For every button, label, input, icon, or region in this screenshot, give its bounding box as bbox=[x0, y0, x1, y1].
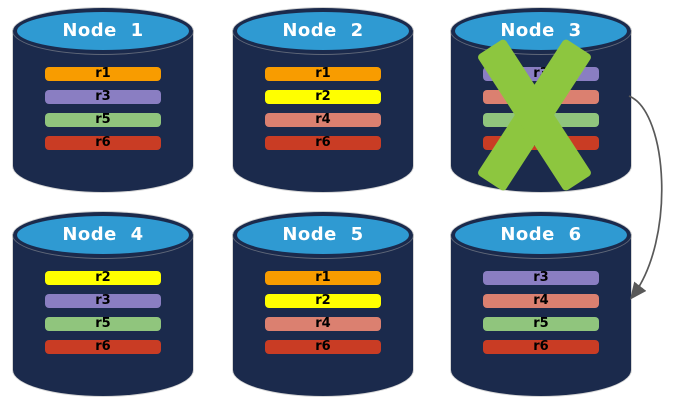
node-title: Node 3 bbox=[500, 19, 582, 41]
replica-label: r4 bbox=[315, 112, 331, 127]
replica-bar-r2: r2 bbox=[265, 90, 381, 104]
db-node-4: r2 r3 r5 r6 Node 4 bbox=[13, 212, 193, 396]
replica-bars: r2 r3 r5 r6 bbox=[45, 271, 161, 354]
cylinder-top: Node 1 bbox=[13, 8, 193, 54]
cylinder-top: Node 5 bbox=[233, 212, 413, 258]
replica-bar-r4: r4 bbox=[483, 294, 599, 308]
cylinder-body bbox=[13, 235, 193, 396]
replica-label: r3 bbox=[95, 293, 111, 308]
replica-label: r6 bbox=[95, 339, 111, 354]
failure-cross-icon bbox=[476, 38, 593, 192]
replica-label: r6 bbox=[315, 135, 331, 150]
replica-bar-r6: r6 bbox=[265, 136, 381, 150]
replica-label: r1 bbox=[315, 270, 331, 285]
replica-bar-r6: r6 bbox=[45, 340, 161, 354]
replica-label: r1 bbox=[95, 66, 111, 81]
replica-bar-r4: r4 bbox=[265, 113, 381, 127]
replica-label: r2 bbox=[315, 293, 331, 308]
cylinder-top: Node 6 bbox=[451, 212, 631, 258]
db-node-1: r1 r3 r5 r6 Node 1 bbox=[13, 8, 193, 192]
replica-label: r6 bbox=[533, 339, 549, 354]
replica-label: r2 bbox=[95, 270, 111, 285]
node-title: Node 4 bbox=[62, 223, 144, 245]
replica-label: r6 bbox=[315, 339, 331, 354]
replica-bar-r5: r5 bbox=[483, 317, 599, 331]
replica-label: r5 bbox=[95, 112, 111, 127]
replica-label: r5 bbox=[533, 316, 549, 331]
db-node-5: r1 r2 r4 r6 Node 5 bbox=[233, 212, 413, 396]
db-node-6: r3 r4 r5 r6 Node 6 bbox=[451, 212, 631, 396]
node-title: Node 5 bbox=[282, 223, 364, 245]
replica-bar-r3: r3 bbox=[45, 294, 161, 308]
replica-bars: r3 r4 r5 r6 bbox=[483, 271, 599, 354]
cylinder-top: Node 2 bbox=[233, 8, 413, 54]
replica-label: r5 bbox=[95, 316, 111, 331]
replica-label: r3 bbox=[95, 89, 111, 104]
node-title: Node 6 bbox=[500, 223, 582, 245]
replica-label: r4 bbox=[533, 293, 549, 308]
replica-bars: r1 r2 r4 r6 bbox=[265, 271, 381, 354]
replica-bar-r6: r6 bbox=[45, 136, 161, 150]
replica-bar-r6: r6 bbox=[483, 340, 599, 354]
replica-bar-r4: r4 bbox=[265, 317, 381, 331]
replica-label: r2 bbox=[315, 89, 331, 104]
replica-bars: r1 r3 r5 r6 bbox=[45, 67, 161, 150]
cylinder-body bbox=[233, 31, 413, 192]
replica-bar-r6: r6 bbox=[265, 340, 381, 354]
replica-bar-r1: r1 bbox=[265, 271, 381, 285]
cylinder-body bbox=[233, 235, 413, 396]
replica-bar-r3: r3 bbox=[483, 271, 599, 285]
failover-arrow-path bbox=[628, 95, 663, 300]
replica-bar-r1: r1 bbox=[45, 67, 161, 81]
replica-label: r1 bbox=[315, 66, 331, 81]
replica-bar-r5: r5 bbox=[45, 317, 161, 331]
replica-label: r4 bbox=[315, 316, 331, 331]
cylinder-body bbox=[451, 235, 631, 396]
cylinder-top: Node 3 bbox=[451, 8, 631, 54]
cylinder-top: Node 4 bbox=[13, 212, 193, 258]
db-node-2: r1 r2 r4 r6 Node 2 bbox=[233, 8, 413, 192]
replica-bar-r1: r1 bbox=[265, 67, 381, 81]
replica-bar-r5: r5 bbox=[45, 113, 161, 127]
node-title: Node 1 bbox=[62, 19, 144, 41]
replica-label: r3 bbox=[533, 270, 549, 285]
replica-label: r6 bbox=[95, 135, 111, 150]
replica-bar-r3: r3 bbox=[45, 90, 161, 104]
replica-bar-r2: r2 bbox=[45, 271, 161, 285]
replica-bar-r2: r2 bbox=[265, 294, 381, 308]
node-title: Node 2 bbox=[282, 19, 364, 41]
cylinder-body bbox=[13, 31, 193, 192]
replica-bars: r1 r2 r4 r6 bbox=[265, 67, 381, 150]
